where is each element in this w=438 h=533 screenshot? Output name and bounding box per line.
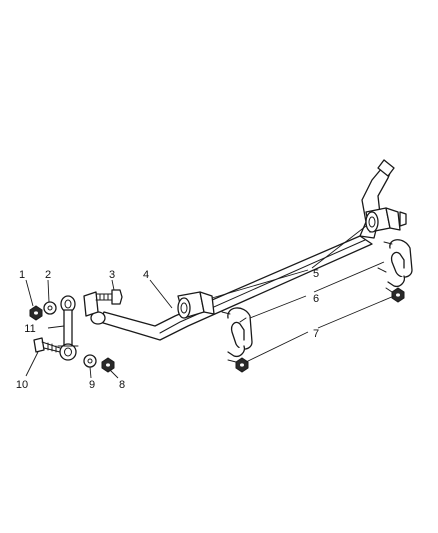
nut-1: [29, 305, 43, 321]
callout-7: 7: [313, 328, 319, 340]
callout-5: 5: [313, 268, 319, 280]
bar-bushing-left: [177, 291, 215, 319]
callout-1: 1: [19, 269, 25, 281]
callout-2: 2: [45, 269, 51, 281]
stabilizer-link: [57, 295, 79, 361]
callout-11: 11: [24, 323, 35, 335]
bushing-bracket-left: [221, 307, 253, 358]
bar-bushing-right: [365, 207, 407, 233]
callout-3: 3: [109, 269, 115, 281]
callout-6: 6: [313, 293, 319, 305]
nut-7-right: [385, 287, 405, 303]
nut-8: [101, 357, 115, 373]
washer-9: [83, 354, 97, 368]
leader-lines: [25, 225, 395, 379]
callout-4: 4: [143, 269, 149, 281]
callout-9: 9: [89, 379, 95, 391]
bolt-10: [33, 337, 61, 353]
bushing-bracket-right: [377, 239, 413, 288]
bracket-bolt: [83, 289, 123, 317]
callout-8: 8: [119, 379, 125, 391]
callout-10: 10: [16, 379, 28, 391]
nut-7-left: [227, 357, 249, 373]
washer-2: [43, 301, 57, 315]
